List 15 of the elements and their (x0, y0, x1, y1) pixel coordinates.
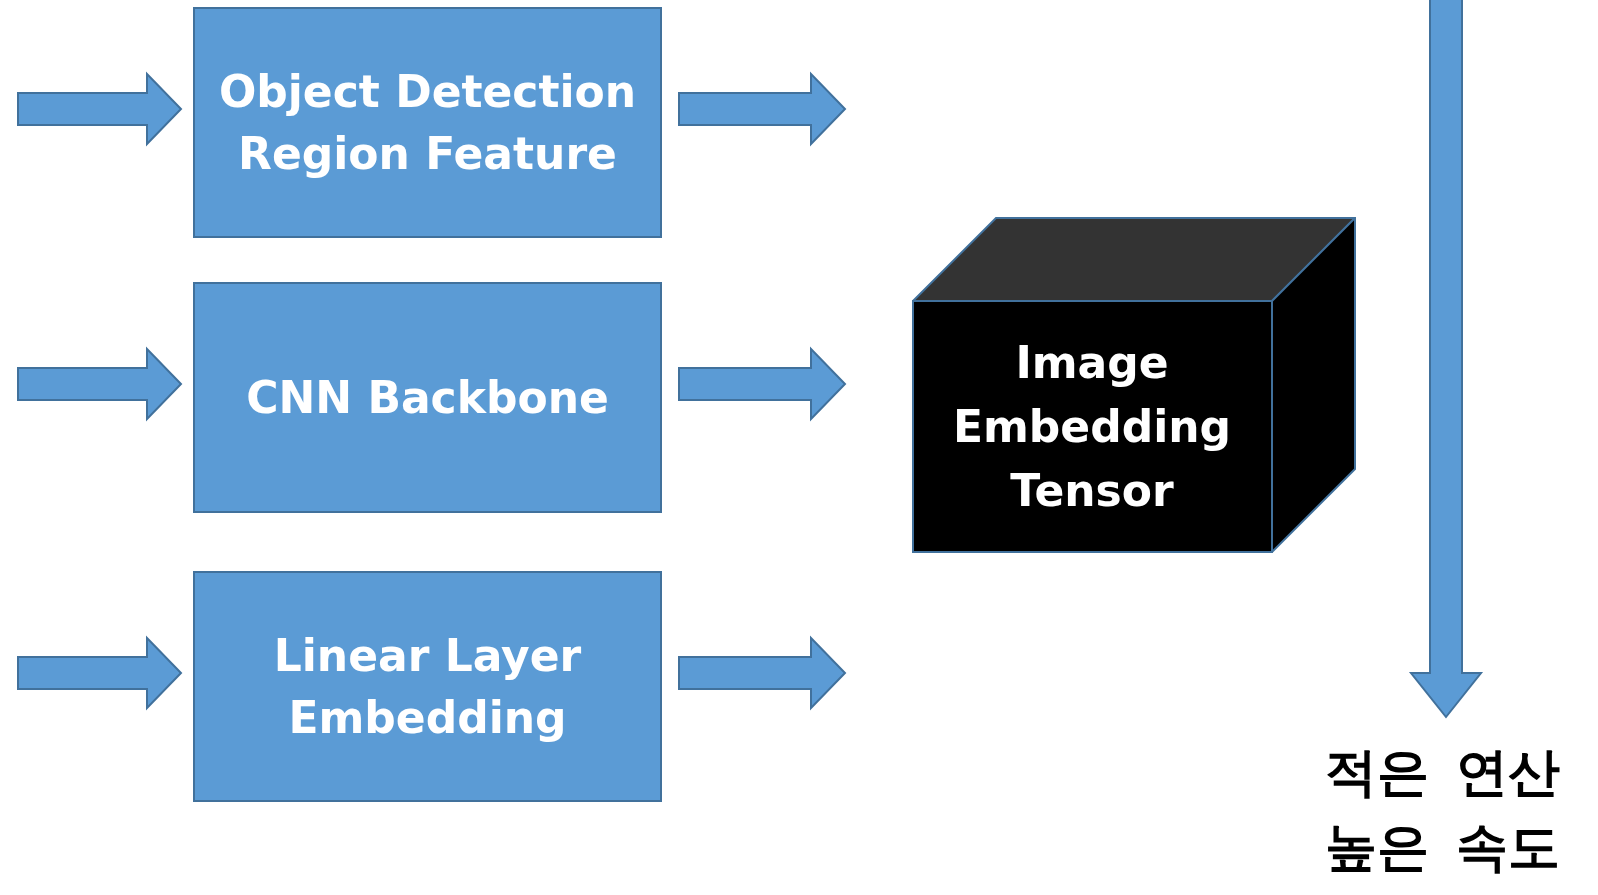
result-text: 적은 연산 높은 속도 (1324, 740, 1561, 879)
box-label: CNN Backbone (246, 370, 609, 425)
process-box (193, 7, 662, 238)
box-label: Object Detection Region Feature (217, 64, 638, 181)
block-arrow (678, 635, 847, 711)
block-arrow (1408, 0, 1484, 719)
block-arrow (17, 71, 183, 147)
block-arrow (678, 346, 847, 422)
box-label: Linear Layer Embedding (272, 628, 583, 745)
cube-label: Image Embedding Tensor (951, 336, 1233, 518)
process-box (193, 282, 662, 513)
block-arrow (17, 635, 183, 711)
process-box (193, 571, 662, 802)
block-arrow (678, 71, 847, 147)
block-arrow (17, 346, 183, 422)
